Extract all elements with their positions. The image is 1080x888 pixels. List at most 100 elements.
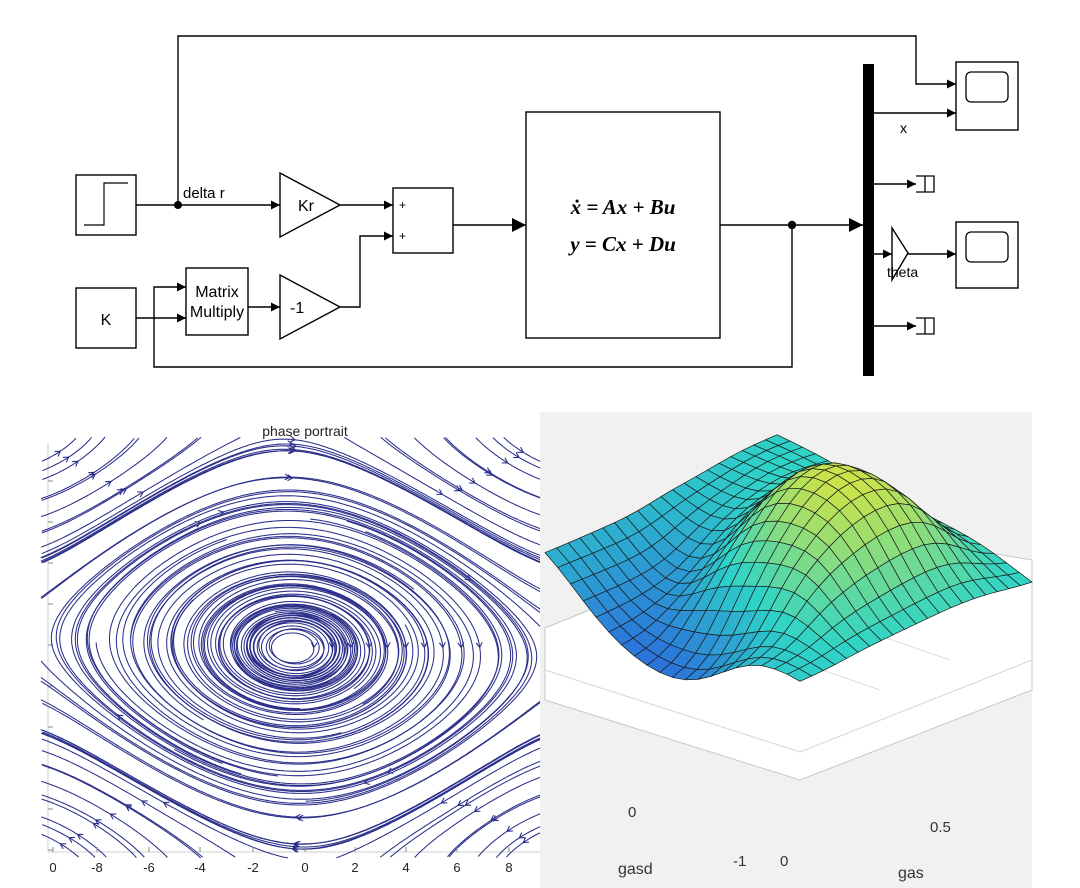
stream-arrow bbox=[456, 484, 464, 491]
stream-arrow bbox=[420, 642, 428, 649]
stream-arrow bbox=[137, 491, 145, 498]
stream-arrow bbox=[513, 452, 520, 459]
x-tick-label-1: -8 bbox=[91, 860, 103, 875]
stream-arrow bbox=[72, 460, 79, 467]
streamline-46 bbox=[50, 489, 548, 794]
streamline-55 bbox=[443, 437, 547, 501]
negative-gain-block[interactable]: -1 bbox=[279, 273, 342, 341]
matrix-multiply-label-1: Matrix bbox=[195, 284, 239, 301]
stream-arrow bbox=[464, 799, 472, 806]
sum-sign-2: + bbox=[399, 229, 406, 243]
stream-arrow bbox=[89, 473, 96, 480]
signal-label-theta: theta bbox=[887, 264, 918, 280]
stream-arrow bbox=[105, 480, 112, 487]
signal-label-x: x bbox=[900, 120, 907, 136]
stream-arrow bbox=[294, 813, 301, 821]
stream-arrow bbox=[475, 641, 483, 649]
stream-arrow bbox=[440, 797, 448, 804]
stream-arrow bbox=[141, 800, 148, 807]
block-diagram: K Matrix Multiply Kr -1 + + ẋ = Ax + Bu … bbox=[75, 35, 1019, 376]
terminator-1[interactable] bbox=[916, 175, 935, 193]
stream-arrow bbox=[68, 836, 75, 843]
scope-block-2[interactable] bbox=[955, 221, 1019, 289]
x-tick-label-9: 8 bbox=[505, 860, 512, 875]
matrix-multiply-label-2: Multiply bbox=[190, 304, 244, 321]
x-tick-label-8: 6 bbox=[453, 860, 460, 875]
stream-arrow bbox=[310, 641, 318, 649]
x-tick-label-7: 4 bbox=[402, 860, 409, 875]
stream-arrow bbox=[54, 450, 62, 457]
streamline-21 bbox=[344, 436, 547, 548]
stream-arrow bbox=[116, 489, 124, 496]
stream-arrow bbox=[284, 473, 291, 481]
step-block[interactable] bbox=[75, 174, 137, 236]
streamline-11 bbox=[41, 437, 241, 548]
stream-arrow bbox=[383, 642, 391, 649]
matrix-multiply-block[interactable]: Matrix Multiply bbox=[185, 267, 249, 336]
x-tick-label-6: 2 bbox=[351, 860, 358, 875]
stream-arrow bbox=[328, 642, 336, 649]
streamline-30 bbox=[506, 829, 548, 858]
k-constant-block[interactable]: K bbox=[75, 287, 137, 349]
signal-label-delta-r: delta r bbox=[183, 185, 225, 202]
stream-arrow bbox=[457, 799, 464, 806]
stream-arrow bbox=[162, 801, 170, 808]
stream-arrow bbox=[438, 642, 446, 649]
sum-block[interactable]: + + bbox=[392, 187, 454, 254]
stream-arrow bbox=[501, 457, 509, 464]
surface-tick-gasd-0: 0 bbox=[628, 804, 636, 821]
sum-sign-1: + bbox=[399, 198, 406, 212]
stream-arrow bbox=[292, 840, 299, 848]
streamline-7 bbox=[40, 436, 168, 518]
negative-gain-label: -1 bbox=[290, 300, 304, 317]
stream-arrow bbox=[518, 832, 526, 839]
streamline-44 bbox=[55, 491, 548, 793]
stream-arrow bbox=[402, 642, 410, 649]
stream-arrow bbox=[290, 845, 298, 853]
x-tick-label-3: -4 bbox=[194, 860, 206, 875]
stream-arrow bbox=[120, 488, 128, 495]
output-equation: y = Cx + Du bbox=[567, 232, 676, 256]
streamline-28 bbox=[477, 810, 547, 857]
stream-arrow bbox=[347, 642, 354, 649]
phase-portrait-title: phase portrait bbox=[262, 423, 348, 439]
stream-arrow bbox=[484, 467, 492, 474]
signal-wires bbox=[136, 35, 956, 368]
stream-arrow bbox=[94, 819, 102, 826]
scope-block-1[interactable] bbox=[955, 61, 1019, 131]
streamline-45 bbox=[40, 502, 533, 804]
surface-tick-gas-0.5: 0.5 bbox=[930, 819, 951, 836]
streamline-5 bbox=[40, 437, 135, 500]
streamline-34 bbox=[41, 794, 145, 858]
kr-gain-block[interactable]: Kr bbox=[279, 171, 342, 239]
streamline-51 bbox=[41, 445, 547, 563]
stream-arrow bbox=[506, 825, 513, 832]
stream-arrow bbox=[289, 435, 297, 443]
streamline-43 bbox=[40, 501, 538, 806]
terminator-2[interactable] bbox=[916, 317, 935, 335]
surface-xlabel: gasd bbox=[618, 861, 653, 878]
stream-arrow bbox=[62, 456, 70, 463]
surface-plot: 0 -1 0 0.5 gasd gas bbox=[540, 412, 1033, 888]
demux-bar[interactable] bbox=[863, 64, 874, 376]
streamline-38 bbox=[41, 732, 547, 850]
streamline-12 bbox=[41, 738, 289, 859]
stream-arrow bbox=[464, 574, 472, 581]
streamline-57 bbox=[492, 437, 546, 471]
stream-arrow bbox=[492, 815, 499, 822]
stream-arrow bbox=[473, 805, 481, 812]
stream-arrow bbox=[486, 469, 494, 476]
x-tick-label-5: 0 bbox=[301, 860, 308, 875]
streamline-10 bbox=[41, 750, 236, 858]
stream-arrow bbox=[436, 489, 444, 496]
streamline-22 bbox=[379, 758, 546, 858]
streamline-49 bbox=[40, 477, 548, 598]
surface-mesh bbox=[544, 434, 1033, 682]
x-tick-label-4: -2 bbox=[247, 860, 259, 875]
stream-arrow bbox=[116, 714, 124, 721]
state-space-block[interactable]: ẋ = Ax + Bu y = Cx + Du bbox=[525, 111, 721, 339]
surface-ylabel: gas bbox=[898, 865, 924, 882]
